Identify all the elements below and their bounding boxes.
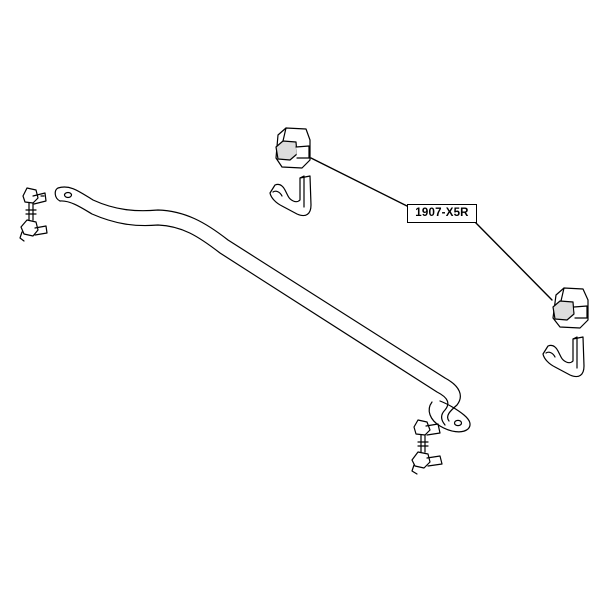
stabilizer-bar xyxy=(54,186,471,433)
stabilizer-bushing-upper xyxy=(275,127,311,169)
callout-leader-lines xyxy=(310,157,553,301)
stabilizer-link-left xyxy=(19,187,48,242)
stabilizer-bushing-lower xyxy=(552,287,589,329)
stabilizer-link-right xyxy=(411,419,443,475)
stabilizer-bracket-lower xyxy=(542,336,585,378)
stabilizer-bracket-upper xyxy=(269,175,312,217)
part-number-label: 1907-X5R xyxy=(407,204,477,223)
